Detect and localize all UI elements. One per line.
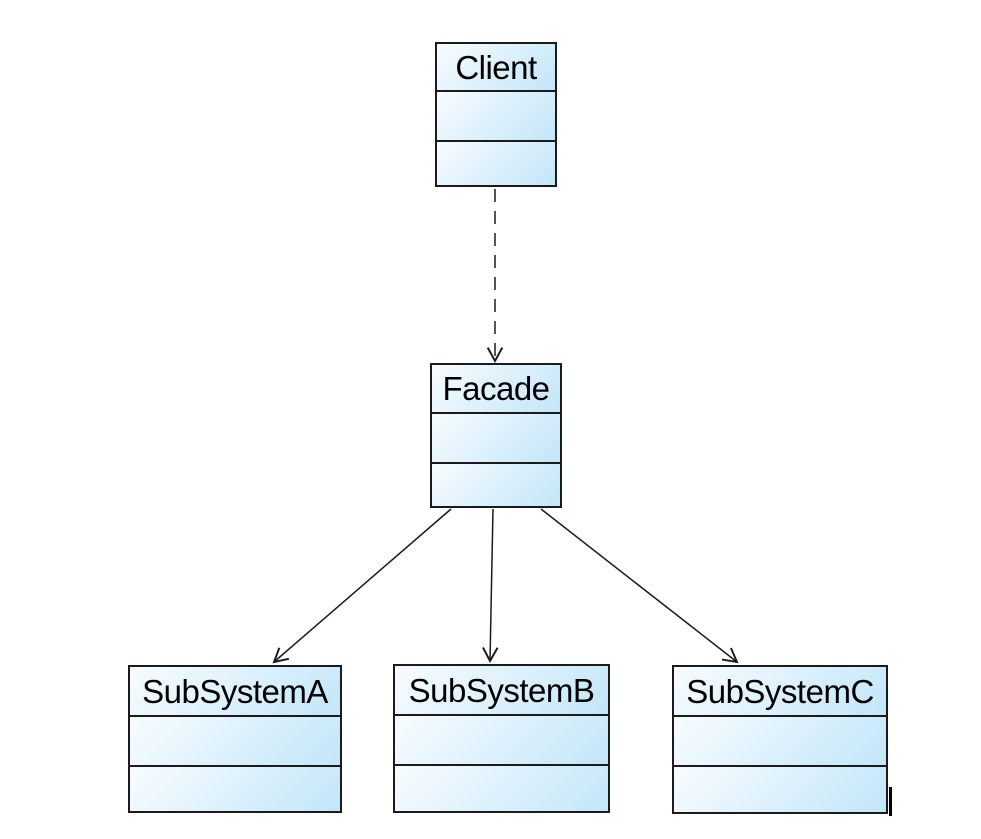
class-name-compartment: Facade xyxy=(432,365,560,412)
attributes-compartment xyxy=(432,412,560,462)
attributes-compartment xyxy=(674,715,886,765)
relationship-facade-to-subsystem-a xyxy=(274,508,452,662)
class-name-label: SubSystemA xyxy=(142,672,328,710)
operations-compartment xyxy=(130,765,340,811)
class-box-subsystem-a[interactable]: SubSystemA xyxy=(128,665,342,813)
class-box-facade[interactable]: Facade xyxy=(430,363,562,508)
class-name-label: Client xyxy=(455,48,537,86)
class-box-client[interactable]: Client xyxy=(435,42,557,187)
class-name-compartment: SubSystemA xyxy=(130,667,340,715)
class-name-label: SubSystemC xyxy=(686,672,874,710)
relationship-facade-to-subsystem-b xyxy=(490,508,493,661)
class-name-label: Facade xyxy=(442,370,550,407)
class-box-subsystem-c[interactable]: SubSystemC xyxy=(672,665,888,814)
operations-compartment xyxy=(395,764,608,811)
operations-compartment xyxy=(437,140,555,185)
attributes-compartment xyxy=(395,714,608,764)
class-name-compartment: SubSystemC xyxy=(674,667,886,715)
operations-compartment xyxy=(432,462,560,506)
relationship-facade-to-subsystem-c xyxy=(540,508,737,662)
class-box-subsystem-b[interactable]: SubSystemB xyxy=(393,664,610,813)
text-caret xyxy=(889,787,892,816)
attributes-compartment xyxy=(130,715,340,765)
class-name-compartment: Client xyxy=(437,44,555,90)
class-name-label: SubSystemB xyxy=(408,671,595,709)
operations-compartment xyxy=(674,765,886,812)
class-name-compartment: SubSystemB xyxy=(395,666,608,714)
attributes-compartment xyxy=(437,90,555,140)
